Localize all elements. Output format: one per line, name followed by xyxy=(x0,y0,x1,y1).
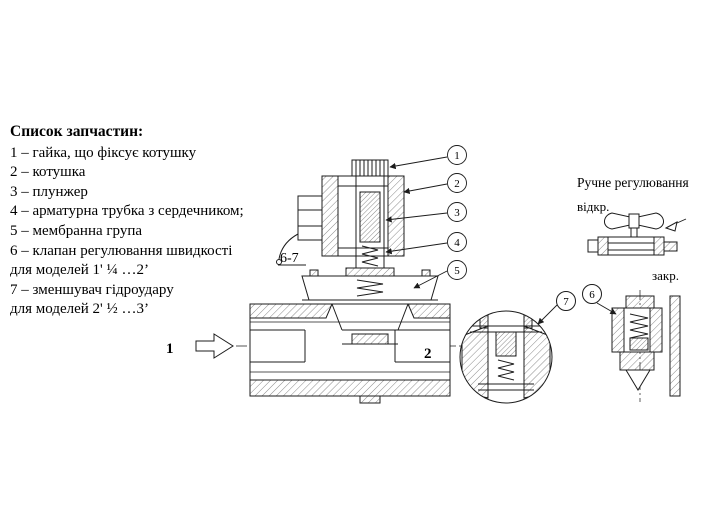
callouts: 1 2 3 4 5 xyxy=(385,145,467,289)
detail-7-drawing: 7 xyxy=(459,291,576,404)
parts-list-item-2: 2 – котушка xyxy=(10,164,86,181)
manual-regulation-title: Ручне регулювання xyxy=(577,175,689,190)
parts-list-item-6b: для моделей 1' ¼ …2’ xyxy=(10,262,149,279)
label-6-7-group: 6-7 xyxy=(278,251,306,266)
callout-5 xyxy=(447,260,467,280)
parts-list: Список запчастин: 1 – гайка, що фіксує к… xyxy=(10,122,244,320)
coil-connector xyxy=(276,195,323,265)
callout-3-label: 3 xyxy=(454,207,460,219)
manual-regulation-open-label: відкр. xyxy=(577,199,609,214)
callout-1-label: 1 xyxy=(454,150,460,162)
pointer-arrow-icon xyxy=(664,221,678,232)
retaining-nut xyxy=(351,159,389,177)
callout-4 xyxy=(447,232,467,252)
parts-list-item-1: 1 – гайка, що фіксує котушку xyxy=(10,144,197,161)
callout-3 xyxy=(447,202,467,222)
callout-5-label: 5 xyxy=(454,265,460,277)
flow-arrow-icon xyxy=(195,333,234,359)
parts-list-item-5: 5 – мембранна група xyxy=(10,222,143,239)
parts-list-item-4: 4 – арматурна трубка з сердечником; xyxy=(10,203,244,220)
valve-body xyxy=(249,303,451,404)
callout-7 xyxy=(556,291,576,311)
outlet-label: 2 xyxy=(424,346,432,362)
label-6-7: 6-7 xyxy=(280,251,299,266)
detail-6-drawing: 6 xyxy=(582,284,681,402)
parts-list-item-7b: для моделей 2' ½ …3’ xyxy=(10,301,149,318)
callout-4-label: 4 xyxy=(454,237,460,249)
callout-6-label: 6 xyxy=(589,289,595,301)
callout-1 xyxy=(447,145,467,165)
main-valve-drawing xyxy=(236,159,462,404)
membrane-group xyxy=(301,269,439,305)
callout-7-label: 7 xyxy=(563,296,569,308)
manual-regulation-drawing: Ручне регулювання відкр. закр. xyxy=(577,175,689,283)
callout-2-label: 2 xyxy=(454,178,460,190)
parts-list-item-7: 7 – зменшувач гідроудару xyxy=(10,281,174,298)
callout-2 xyxy=(447,173,467,193)
callout-6 xyxy=(582,284,602,304)
parts-list-item-3: 3 – плунжер xyxy=(10,183,88,200)
flow-labels: 1 2 xyxy=(166,333,432,362)
parts-list-title: Список запчастин: xyxy=(10,123,144,140)
manual-regulation-closed-label: закр. xyxy=(652,268,679,283)
armature-tube xyxy=(345,176,395,277)
parts-list-item-6: 6 – клапан регулювання швидкості xyxy=(10,242,233,259)
inlet-label: 1 xyxy=(166,341,174,357)
plunger xyxy=(359,191,381,243)
